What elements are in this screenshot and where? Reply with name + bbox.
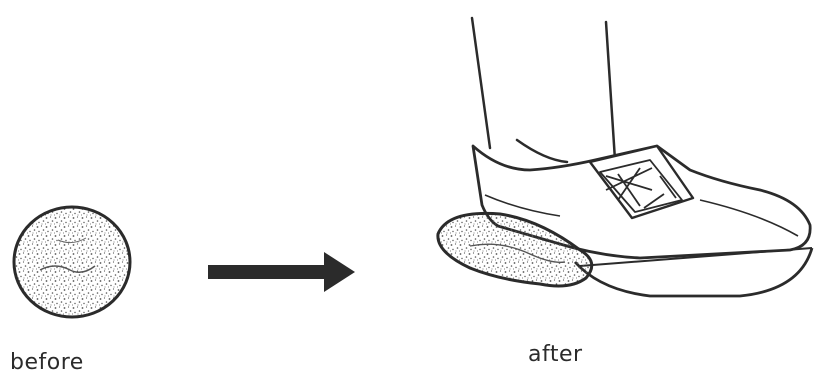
before-label: before	[10, 350, 84, 375]
right-arrow-icon	[208, 252, 355, 292]
after-label: after	[528, 342, 583, 367]
leg	[472, 18, 615, 162]
round-lump	[14, 207, 130, 317]
